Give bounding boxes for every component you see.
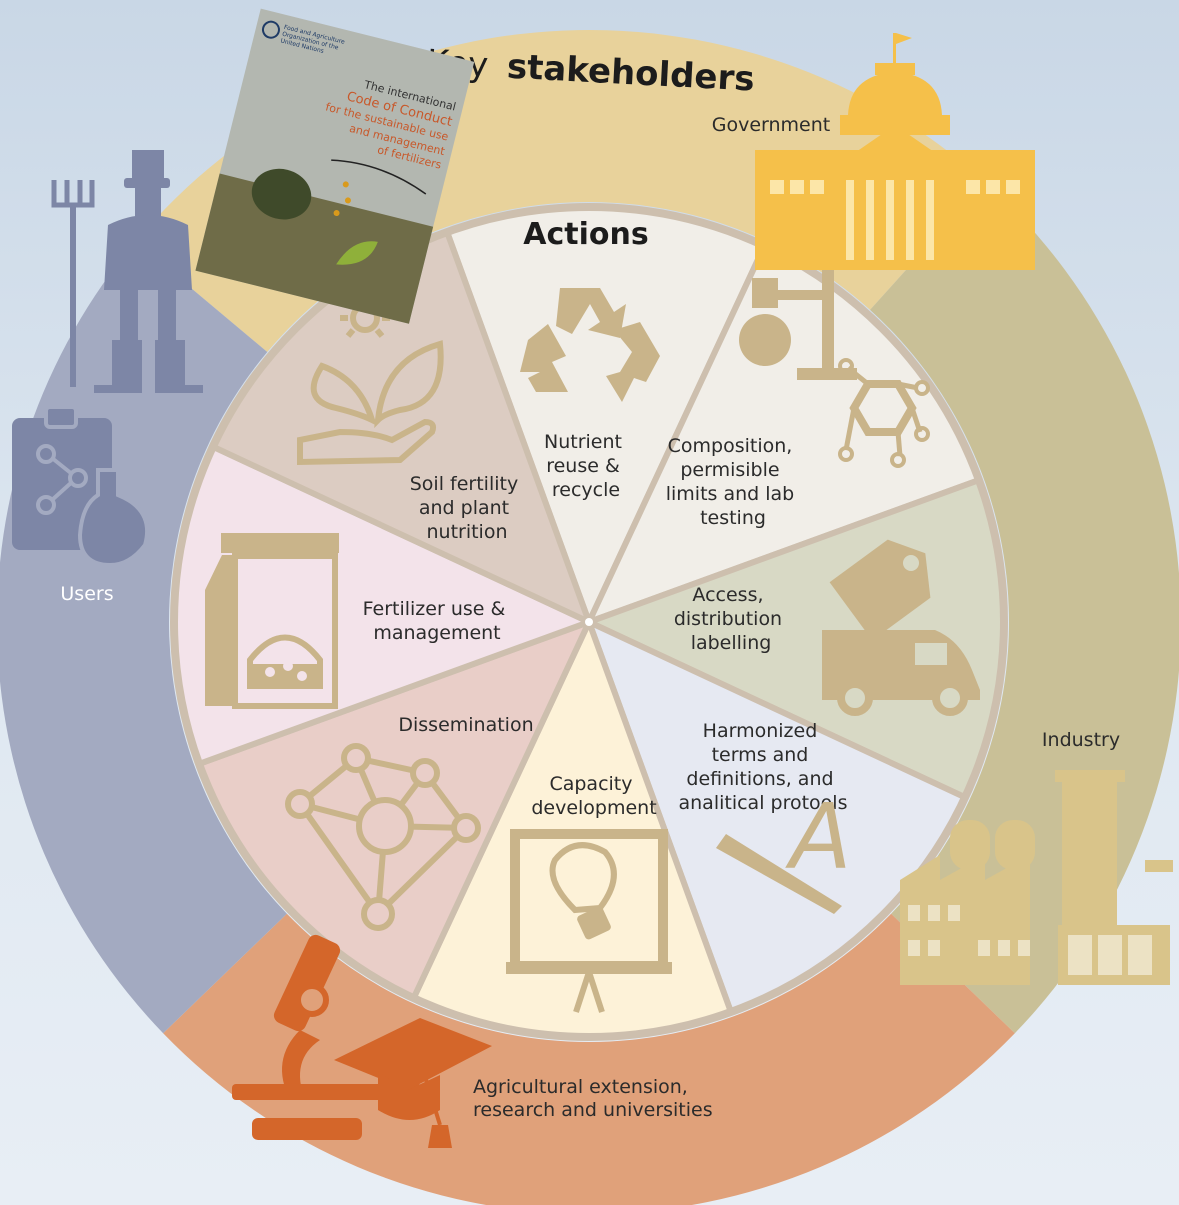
sprout-icon [336, 241, 378, 265]
network-icon [285, 743, 481, 931]
pie-rim [170, 203, 1008, 1041]
pie-center-dot [585, 618, 593, 626]
svg-text:A: A [785, 785, 852, 890]
action-label-dissemination: Dissemination [398, 714, 533, 736]
recycle-icon [520, 288, 660, 402]
farmer-icon [51, 150, 203, 393]
factory-icon [900, 770, 1173, 985]
flask-molecule-icon [739, 270, 930, 468]
graduation-cap-icon [334, 1018, 492, 1148]
action-label-fertilizer-use: Fertilizer use & management [363, 598, 512, 644]
microscope-icon [232, 934, 422, 1140]
ring-academia [163, 913, 1015, 1205]
hand-drawing-icon [331, 159, 427, 195]
pencil-letter-icon: A [716, 785, 852, 914]
action-label-capacity-development: Capacity development [531, 773, 656, 819]
actions-title: Actions [523, 217, 648, 252]
seed-drops-icon [333, 181, 351, 217]
capitol-building-icon [755, 33, 1035, 270]
code-of-conduct-book: Food and Agriculture Organization of the… [195, 8, 475, 324]
lightbulb-board-icon [506, 829, 672, 1013]
fertilizer-bag-icon [205, 533, 339, 709]
label-industry: Industry [1042, 729, 1120, 751]
label-academia-line2: research and universities [473, 1099, 713, 1121]
action-label-access-labelling: Access, distribution labelling [674, 584, 788, 654]
tag-van-icon [822, 539, 980, 716]
label-government: Government [712, 114, 831, 136]
fao-logo-icon [261, 20, 280, 39]
tree-icon [251, 168, 312, 220]
clipboard-flask-icon [12, 405, 150, 568]
label-academia-line1: Agricultural extension, [473, 1076, 688, 1098]
action-label-composition-testing: Composition, permisible limits and lab t… [666, 435, 801, 529]
label-users: Users [60, 583, 113, 605]
action-label-nutrient-reuse: Nutrient reuse & recycle [544, 431, 628, 501]
action-label-harmonized-terms: Harmonized terms and definitions, and an… [679, 720, 848, 814]
action-label-soil-fertility: Soil fertility and plant nutrition [410, 473, 525, 543]
